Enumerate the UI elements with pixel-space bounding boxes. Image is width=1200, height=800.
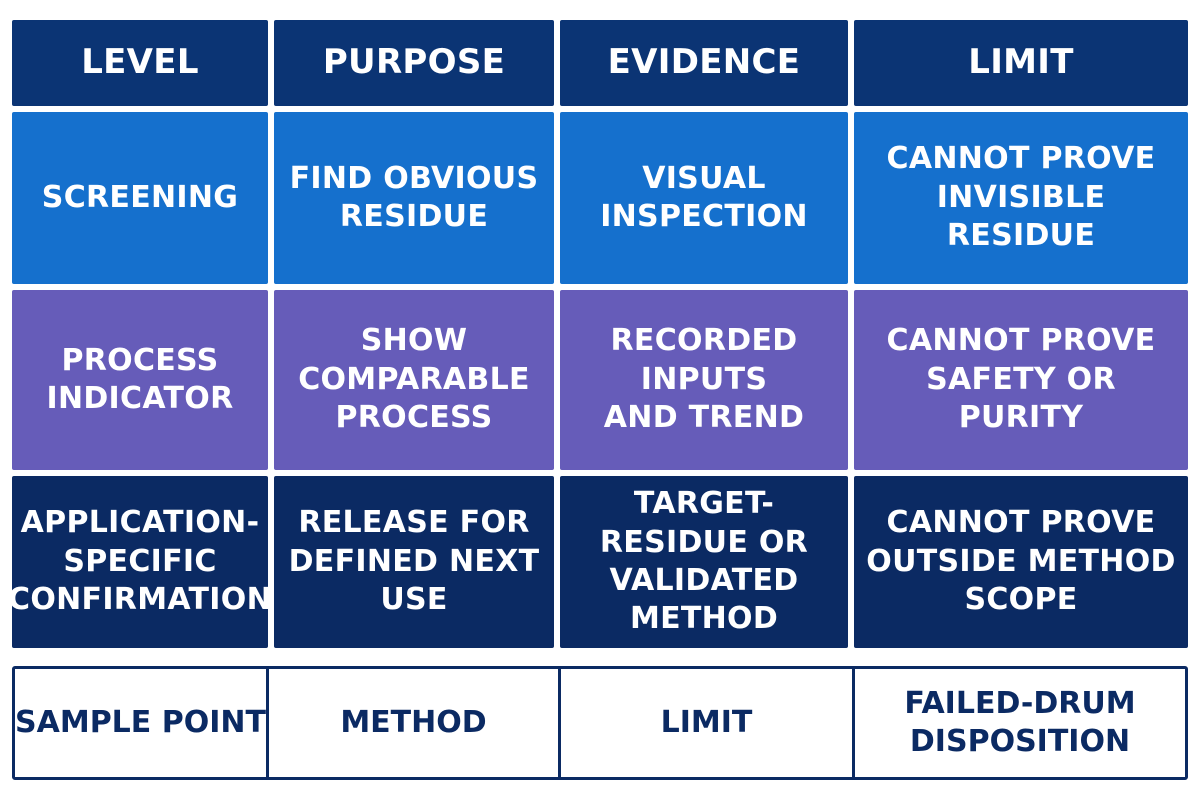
footer-sample-point: SAMPLE POINT	[15, 669, 269, 777]
evidence-level-table: LEVEL PURPOSE EVIDENCE LIMIT SCREENING F…	[8, 20, 1188, 648]
footer-method: METHOD	[269, 669, 561, 777]
screening-limit: CANNOT PROVE INVISIBLE RESIDUE	[854, 112, 1188, 284]
header-evidence: EVIDENCE	[560, 20, 848, 106]
footer-failed-drum-disposition: FAILED-DRUM DISPOSITION	[904, 685, 1136, 759]
process-level: PROCESS INDICATOR	[12, 290, 268, 470]
process-evidence: RECORDED INPUTS AND TREND	[560, 290, 848, 470]
header-limit: LIMIT	[854, 20, 1188, 106]
process-limit: CANNOT PROVE SAFETY OR PURITY	[854, 290, 1188, 470]
screening-purpose: FIND OBVIOUS RESIDUE	[274, 112, 554, 284]
header-level: LEVEL	[12, 20, 268, 106]
application-level: APPLICATION- SPECIFIC CONFIRMATION	[8, 476, 272, 648]
application-purpose: RELEASE FOR DEFINED NEXT USE	[274, 476, 554, 648]
screening-evidence: VISUAL INSPECTION	[560, 112, 848, 284]
application-evidence: TARGET-RESIDUE OR VALIDATED METHOD	[560, 476, 848, 648]
footer-row: SAMPLE POINT METHOD LIMIT FAILED-DRUM DI…	[12, 666, 1188, 780]
application-limit: CANNOT PROVE OUTSIDE METHOD SCOPE	[854, 476, 1188, 648]
footer-limit: LIMIT	[561, 669, 855, 777]
process-purpose: SHOW COMPARABLE PROCESS	[274, 290, 554, 470]
header-purpose: PURPOSE	[274, 20, 554, 106]
screening-level: SCREENING	[12, 112, 268, 284]
